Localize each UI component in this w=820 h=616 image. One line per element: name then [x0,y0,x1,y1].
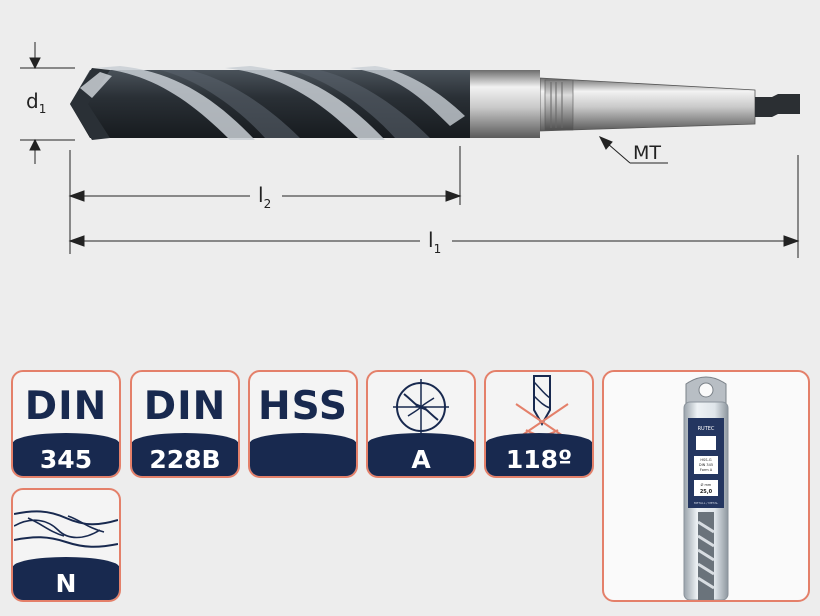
badge-hss: HSS [248,370,358,478]
dimension-l1 [68,235,800,247]
twist-drill-type-icon [14,510,118,548]
badge-title: HSS [257,384,349,429]
badge-value: A [411,444,431,474]
package-line-1: HSS-G [700,458,711,462]
l2-label: l2 [258,183,271,211]
dimension-l2 [68,190,462,202]
badge-value: 345 [39,444,93,474]
d1-label: d1 [26,89,46,116]
package-footer: METALL / METAL [694,501,719,505]
drill-technical-drawing: d1 l2 l1 MT [20,42,800,258]
mt-label: MT [633,142,661,164]
badge-value: 228B [149,444,221,474]
badge-value: 118º [505,444,573,474]
package-image: RUTEC HSS-G DIN 345 Form A Ø mm 25,0 MET… [602,370,810,602]
l1-label: l1 [428,228,441,256]
badge-type-n: N [11,488,121,602]
package-size-label: Ø mm [701,482,712,487]
badge-title: DIN [143,384,227,429]
point-angle-icon [515,374,569,439]
package-line-2: DIN 345 [699,463,713,467]
badge-split-point-a: A [366,370,476,478]
badge-din-345: DIN 345 [11,370,121,478]
drill-image [70,66,800,140]
package-size-value: 25,0 [700,489,713,495]
package-line-3: Form A [700,468,713,472]
package-tube-illustration: RUTEC HSS-G DIN 345 Form A Ø mm 25,0 MET… [683,376,729,600]
split-point-icon [393,378,449,435]
badge-title: DIN [24,384,108,429]
package-brand: RUTEC [698,426,715,432]
dimension-d1 [20,42,75,164]
badge-point-angle: 118º [484,370,594,478]
badge-value: N [55,568,77,598]
mt-leader [598,136,668,164]
badge-din-228b: DIN 228B [130,370,240,478]
